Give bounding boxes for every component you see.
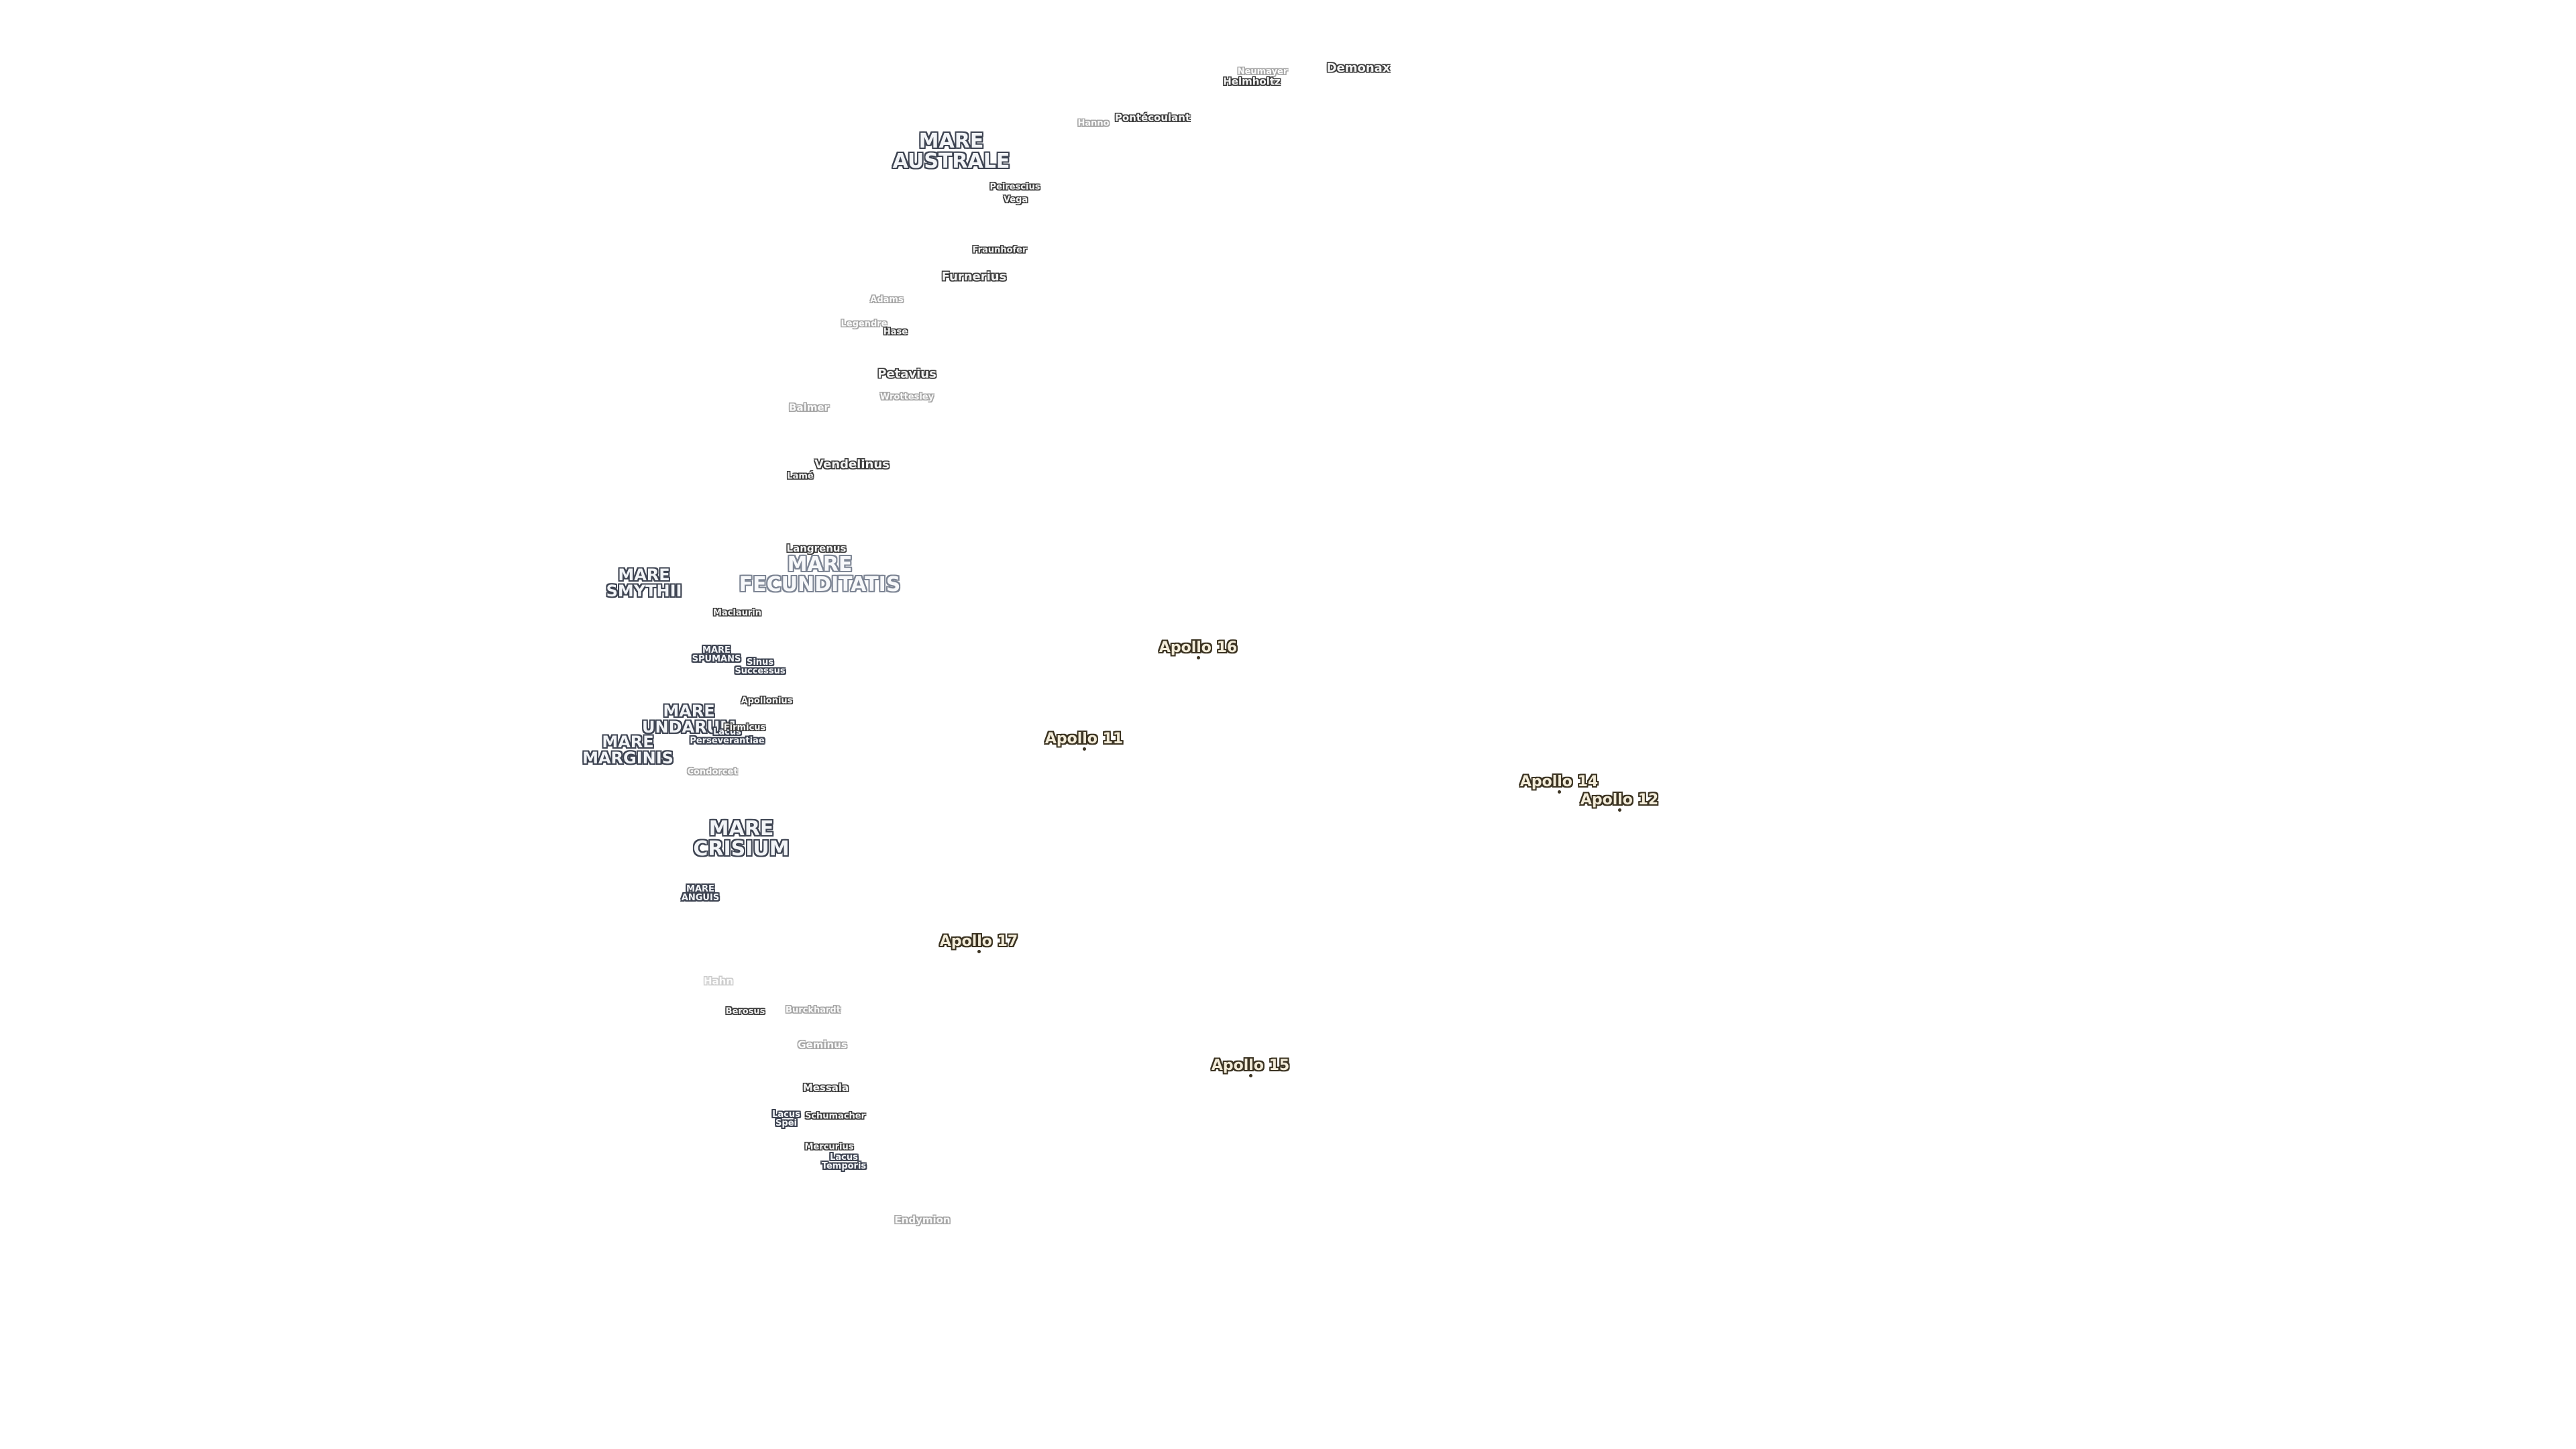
crater-maclaurin-label: Maclaurin [712, 608, 762, 619]
sinus-successus-label: Sinus Successus [735, 657, 786, 676]
apollo-15-label[interactable]: Apollo 15 [1211, 1057, 1290, 1074]
crater-apollonius-label: Apollonius [741, 696, 793, 706]
crater-wrottesley-label: Wrottesley [879, 392, 934, 402]
mare-australe-label: MARE AUSTRALE [892, 129, 1010, 173]
lacus-perseverantiae-label: Lacus Perseverantiae [690, 727, 765, 746]
apollo-14-site-marker[interactable] [1557, 790, 1561, 794]
apollo-16-label[interactable]: Apollo 16 [1159, 639, 1238, 656]
apollo-17-site-marker[interactable] [977, 949, 981, 953]
crater-fraunhofer-label: Fraunhofer [972, 245, 1027, 256]
mare-spumans-label: MARE SPUMANS [692, 645, 741, 664]
apollo-11-label[interactable]: Apollo 11 [1044, 731, 1124, 747]
crater-hanno-label: Hanno [1077, 118, 1110, 129]
crater-geminus-label: Geminus [798, 1038, 847, 1051]
mare-fecunditatis-label: MARE FECUNDITATIS [739, 553, 901, 596]
mare-undarum-label: MARE UNDARUM [642, 702, 736, 737]
crater-berosus-label: Berosus [725, 1006, 765, 1017]
mare-crisium-label: MARE CRISIUM [693, 817, 790, 861]
mare-smythii-label: MARE SMYTHII [606, 566, 682, 600]
crater-balmer-label: Balmer [789, 401, 829, 414]
crater-hase-label: Hase [883, 327, 908, 337]
crater-mercurius-label: Mercurius [804, 1142, 854, 1152]
crater-burckhardt-label: Burckhardt [786, 1005, 841, 1016]
apollo-17-label[interactable]: Apollo 17 [939, 933, 1018, 950]
apollo-11-site-marker[interactable] [1082, 747, 1086, 751]
crater-helmholtz-label: Helmholtz [1223, 75, 1281, 88]
crater-demonax-label: Demonax [1326, 61, 1391, 75]
apollo-12-label[interactable]: Apollo 12 [1580, 792, 1659, 808]
crater-messala-label: Messala [802, 1081, 849, 1094]
crater-firmicus-label: Firmicus [723, 722, 766, 733]
crater-peirescius-label: Peirescius [989, 182, 1040, 193]
crater-schumacher-label: Schumacher [804, 1111, 866, 1122]
crater-furnerius-label: Furnerius [941, 270, 1007, 284]
apollo-12-site-marker[interactable] [1617, 808, 1621, 812]
apollo-15-site-marker[interactable] [1248, 1073, 1252, 1077]
crater-petavius-label: Petavius [877, 367, 936, 381]
mare-anguis-label: MARE ANGUIS [681, 884, 720, 903]
crater-pontecoulant-label: Pontécoulant [1114, 111, 1191, 124]
crater-endymion-label: Endymion [894, 1214, 951, 1226]
lacus-temporis-label: Lacus Temporis [821, 1152, 867, 1171]
crater-legendre-label: Legendre [841, 319, 888, 329]
lacus-spei-label: Lacus Spei [772, 1110, 800, 1128]
apollo-14-label[interactable]: Apollo 14 [1519, 773, 1599, 790]
crater-vega-label: Vega [1003, 195, 1028, 205]
crater-hahn-label: Hahn [703, 975, 734, 987]
crater-condorcet-label: Condorcet [687, 767, 738, 777]
crater-adams-label: Adams [870, 294, 904, 305]
apollo-16-site-marker[interactable] [1196, 655, 1200, 659]
mare-marginis-label: MARE MARGINIS [582, 733, 674, 767]
crater-neumayer-label: Neumayer [1237, 66, 1288, 77]
crater-lame-label: Lamé [787, 471, 814, 482]
crater-vendelinus-label: Vendelinus [814, 458, 890, 472]
crater-langrenus-label: Langrenus [786, 542, 847, 555]
